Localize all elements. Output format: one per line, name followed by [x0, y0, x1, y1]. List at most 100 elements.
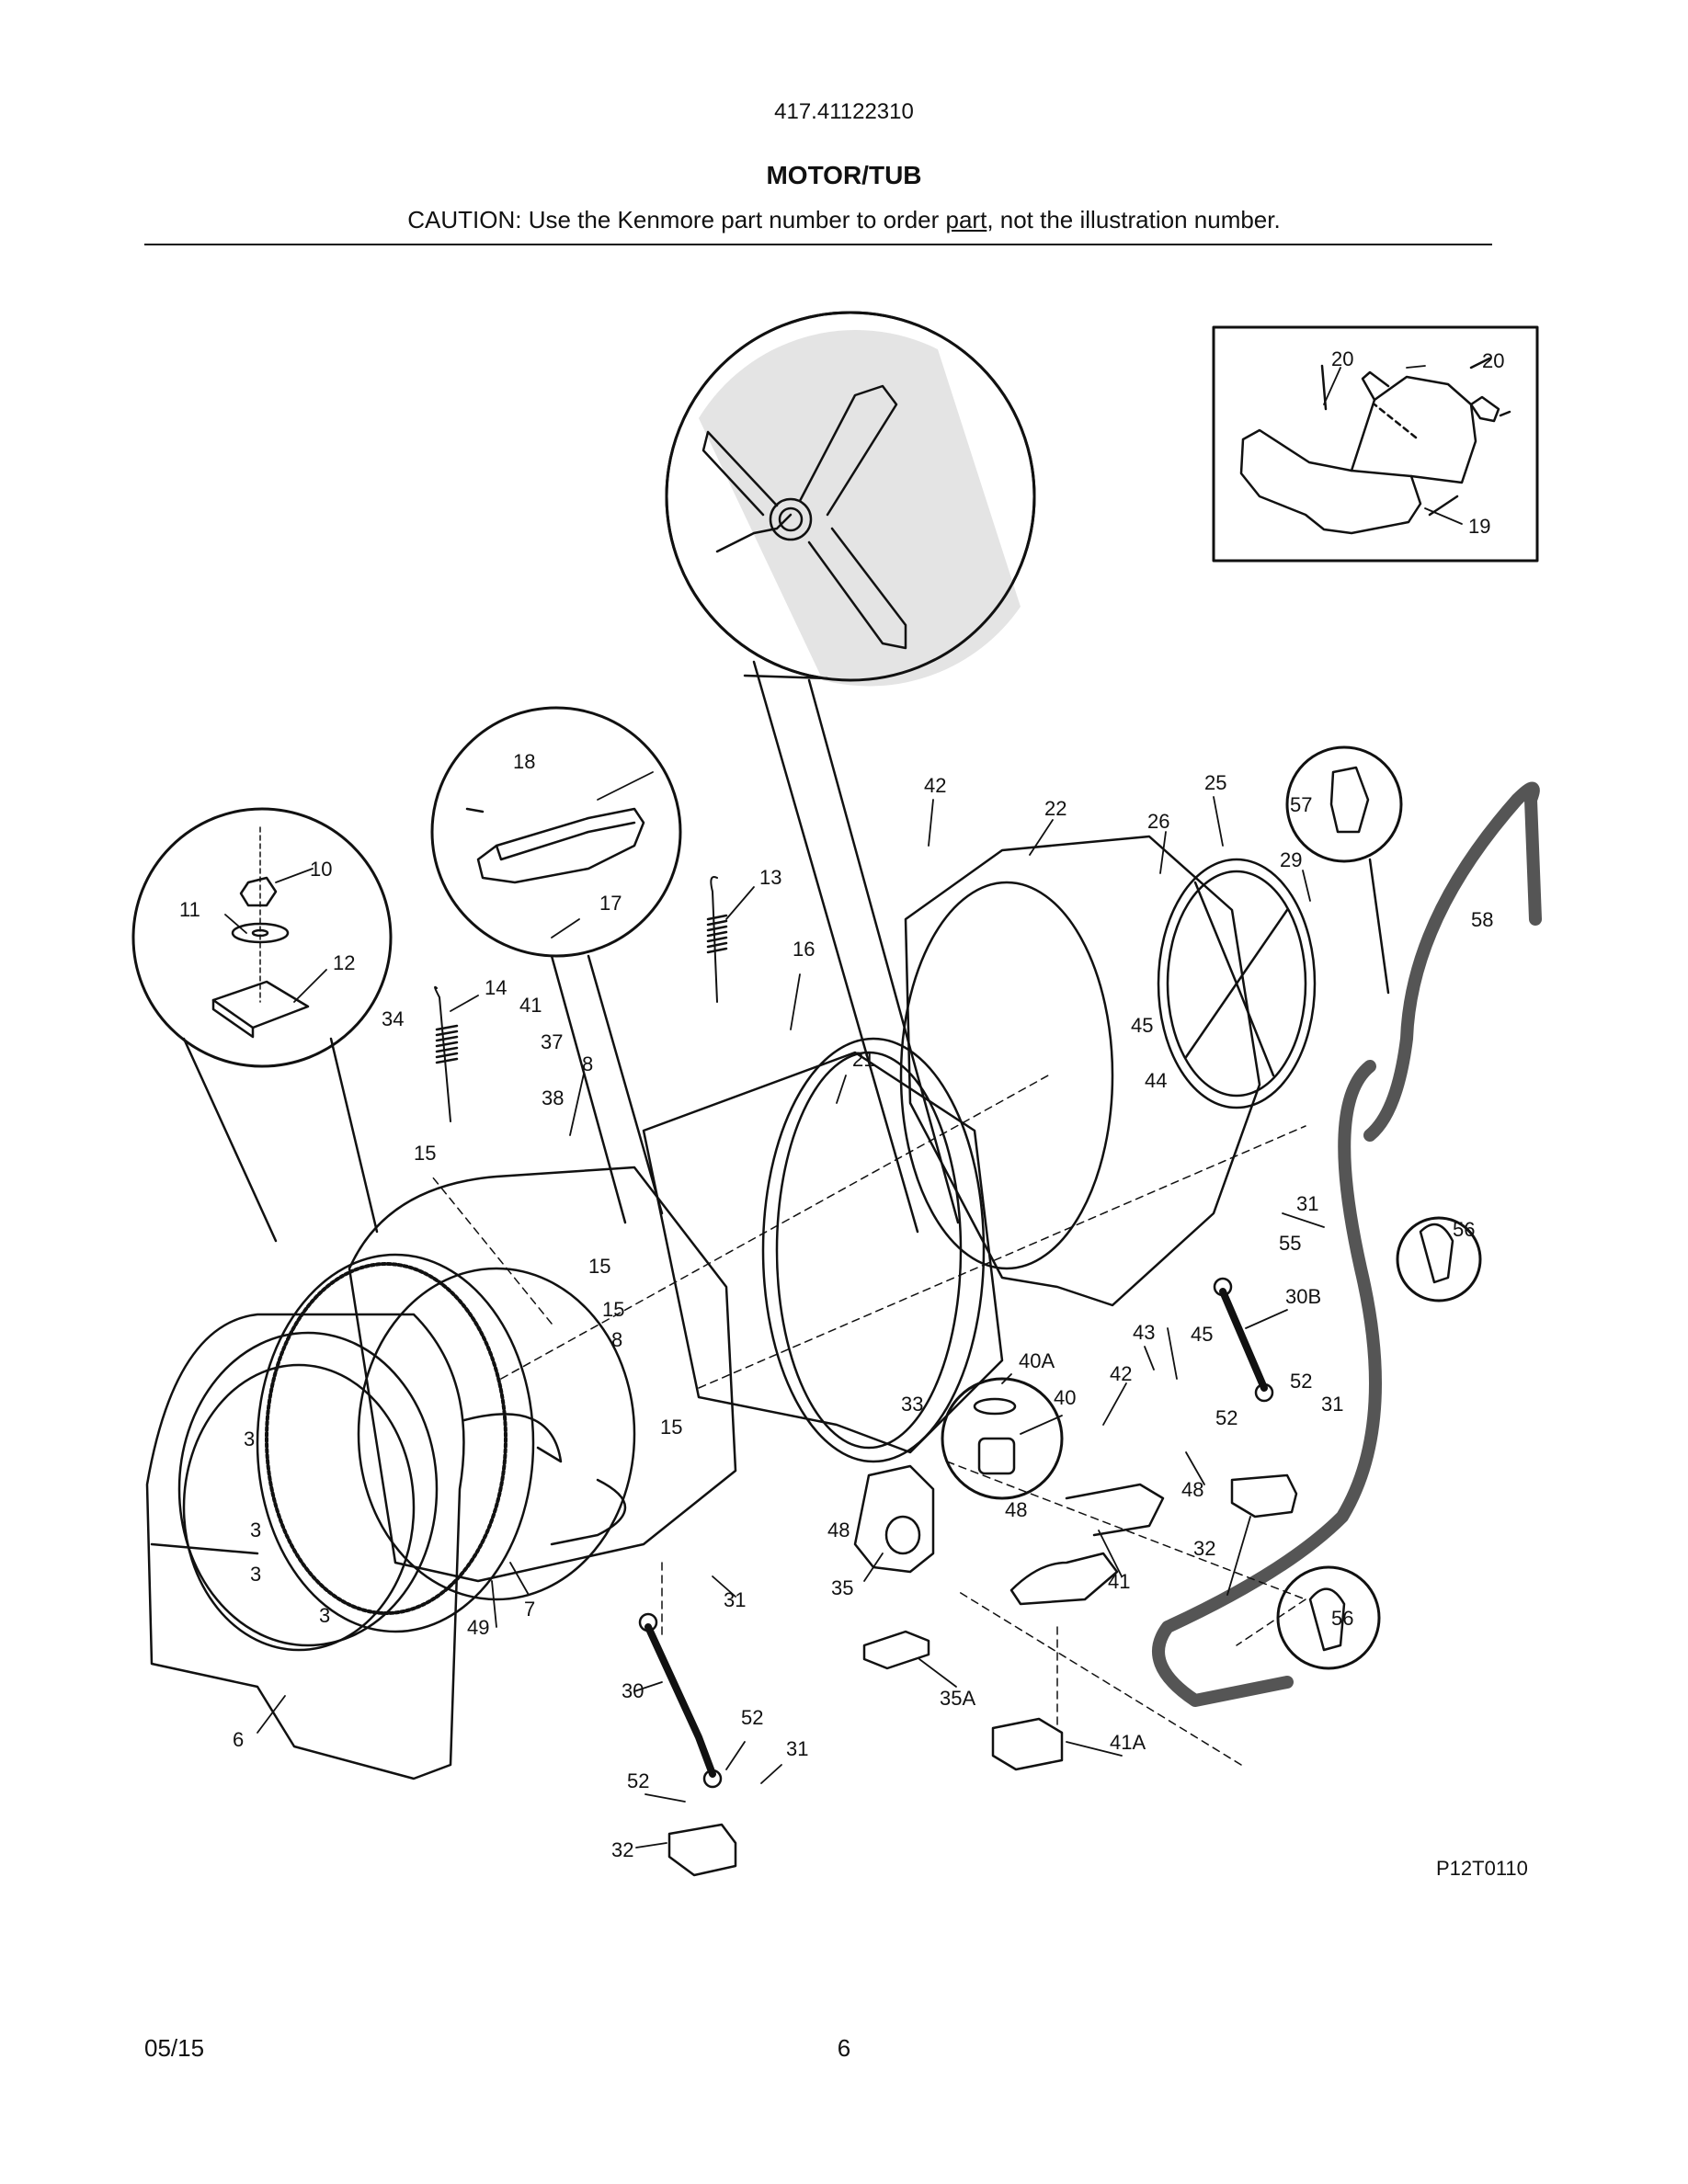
callout-57: 57 — [1290, 793, 1312, 816]
callout-48-b: 48 — [1005, 1498, 1027, 1521]
callout-6: 6 — [233, 1728, 244, 1751]
callout-35: 35 — [831, 1576, 853, 1599]
foot-32-rear — [1230, 1473, 1298, 1519]
callout-25: 25 — [1204, 771, 1226, 794]
nut-washer-magnifier — [131, 807, 393, 1243]
callout-11: 11 — [179, 898, 200, 921]
callout-36: 37 — [541, 1030, 563, 1053]
callout-41a: 41A — [1110, 1731, 1146, 1754]
callout-30: 30 — [622, 1679, 644, 1702]
callout-31-mid: 31 — [724, 1588, 746, 1611]
callout-52-r2: 52 — [1215, 1406, 1237, 1429]
bracket-17-magnifier — [430, 706, 682, 1224]
caution-prefix: CAUTION: Use the Kenmore part number to … — [407, 206, 946, 233]
caution-note: CAUTION: Use the Kenmore part number to … — [0, 206, 1688, 234]
filter-magnifier-40 — [941, 1377, 1064, 1500]
assembly-lines — [431, 1075, 1306, 1766]
motor-inset — [1212, 325, 1539, 563]
callout-55: 55 — [1279, 1232, 1301, 1255]
callout-32-r: 32 — [1193, 1537, 1215, 1560]
callout-19: 19 — [1468, 515, 1490, 538]
drain-hose-55 — [1152, 781, 1542, 1707]
block-41a — [991, 1717, 1064, 1771]
callout-45-lower: 45 — [1191, 1323, 1213, 1346]
callout-43: 43 — [1133, 1321, 1155, 1344]
caution-suffix: , not the illustration number. — [987, 206, 1281, 233]
callout-3b: 3 — [250, 1519, 261, 1541]
drain-pipe-41 — [1009, 1483, 1165, 1606]
callout-7: 7 — [524, 1598, 535, 1621]
callout-45-upper: 45 — [1131, 1014, 1153, 1037]
gasket-ring-49 — [256, 1253, 535, 1633]
callout-15c: 15 — [602, 1298, 624, 1321]
callout-52-r1: 52 — [1290, 1370, 1312, 1393]
callout-labels: 20 20 19 18 17 10 11 12 13 14 41 37 38 3… — [179, 347, 1528, 1880]
callout-33: 33 — [901, 1393, 923, 1416]
callout-12: 12 — [333, 951, 355, 974]
callout-41: 41 — [1108, 1570, 1130, 1593]
callout-56-upper: 56 — [1453, 1218, 1475, 1241]
callout-48-a: 48 — [1181, 1478, 1203, 1501]
shaft-spider-magnifier — [665, 311, 1036, 1234]
callout-31-f: 31 — [786, 1737, 808, 1760]
callout-31-upper: 31 — [1296, 1192, 1318, 1215]
callout-20b: 20 — [1482, 349, 1504, 372]
bracket-35a — [862, 1630, 930, 1670]
callout-3c: 3 — [250, 1563, 261, 1586]
pulley-25 — [1157, 858, 1317, 1109]
callout-10: 10 — [310, 858, 332, 881]
figure-code: P12T0110 — [1436, 1857, 1528, 1880]
callout-44: 44 — [1145, 1069, 1167, 1092]
foot-32-front — [667, 1823, 737, 1877]
front-tub-13 — [348, 1166, 737, 1601]
caution-link: part — [945, 206, 987, 233]
shock-absorber-30b — [1213, 1277, 1274, 1403]
callout-52-f2: 52 — [627, 1769, 649, 1792]
callout-15d: 15 — [660, 1416, 682, 1439]
footer-date: 05/15 — [144, 2034, 205, 2062]
front-panel-6 — [145, 1313, 465, 1780]
callout-38: 41 — [519, 994, 542, 1017]
callout-42-lower: 42 — [1110, 1362, 1132, 1385]
callout-30b: 30B — [1285, 1285, 1321, 1308]
shock-absorber-30 — [638, 1612, 723, 1789]
callout-14-upper: 13 — [759, 866, 781, 889]
callout-26: 26 — [1147, 810, 1169, 833]
callout-15a: 15 — [414, 1142, 436, 1165]
clip-57-magnifier — [1285, 745, 1403, 995]
callout-8: 8 — [611, 1328, 622, 1351]
footer-page-number: 6 — [837, 2034, 851, 2062]
callout-22: 22 — [1044, 797, 1066, 820]
drain-pump-35 — [853, 1464, 935, 1574]
callout-56-lower: 56 — [1331, 1607, 1353, 1630]
rear-tub-22 — [899, 835, 1261, 1307]
callout-35a: 35A — [940, 1687, 975, 1710]
callout-34: 34 — [382, 1007, 404, 1030]
callout-42-upper: 42 — [924, 774, 946, 797]
clip-56-upper-magnifier — [1396, 1216, 1482, 1302]
callout-20a: 20 — [1331, 347, 1353, 370]
callout-21: 21 — [852, 1048, 874, 1071]
clip-56-lower-magnifier — [1276, 1565, 1381, 1670]
callout-13: 8 — [582, 1052, 593, 1075]
callout-58: 58 — [1471, 908, 1493, 931]
callout-52-f1: 52 — [741, 1706, 763, 1729]
callout-15b: 15 — [588, 1255, 610, 1278]
leader-lines — [224, 365, 1463, 1848]
callout-29: 29 — [1280, 848, 1302, 871]
callout-31-r: 31 — [1321, 1393, 1343, 1416]
callout-3a: 3 — [244, 1428, 255, 1450]
callout-40a: 40A — [1019, 1349, 1055, 1372]
callout-17: 17 — [599, 892, 622, 915]
model-number: 417.41122310 — [774, 99, 914, 124]
callout-3d: 3 — [319, 1604, 330, 1627]
callout-48-c: 48 — [827, 1519, 850, 1541]
spring-14-lower — [434, 985, 459, 1122]
callout-49: 49 — [467, 1616, 489, 1639]
callout-14-lower: 14 — [485, 976, 507, 999]
callout-37: 38 — [542, 1086, 564, 1109]
callout-32-f: 32 — [611, 1838, 633, 1861]
callout-18: 18 — [513, 750, 535, 773]
spring-14-upper — [706, 876, 728, 1003]
